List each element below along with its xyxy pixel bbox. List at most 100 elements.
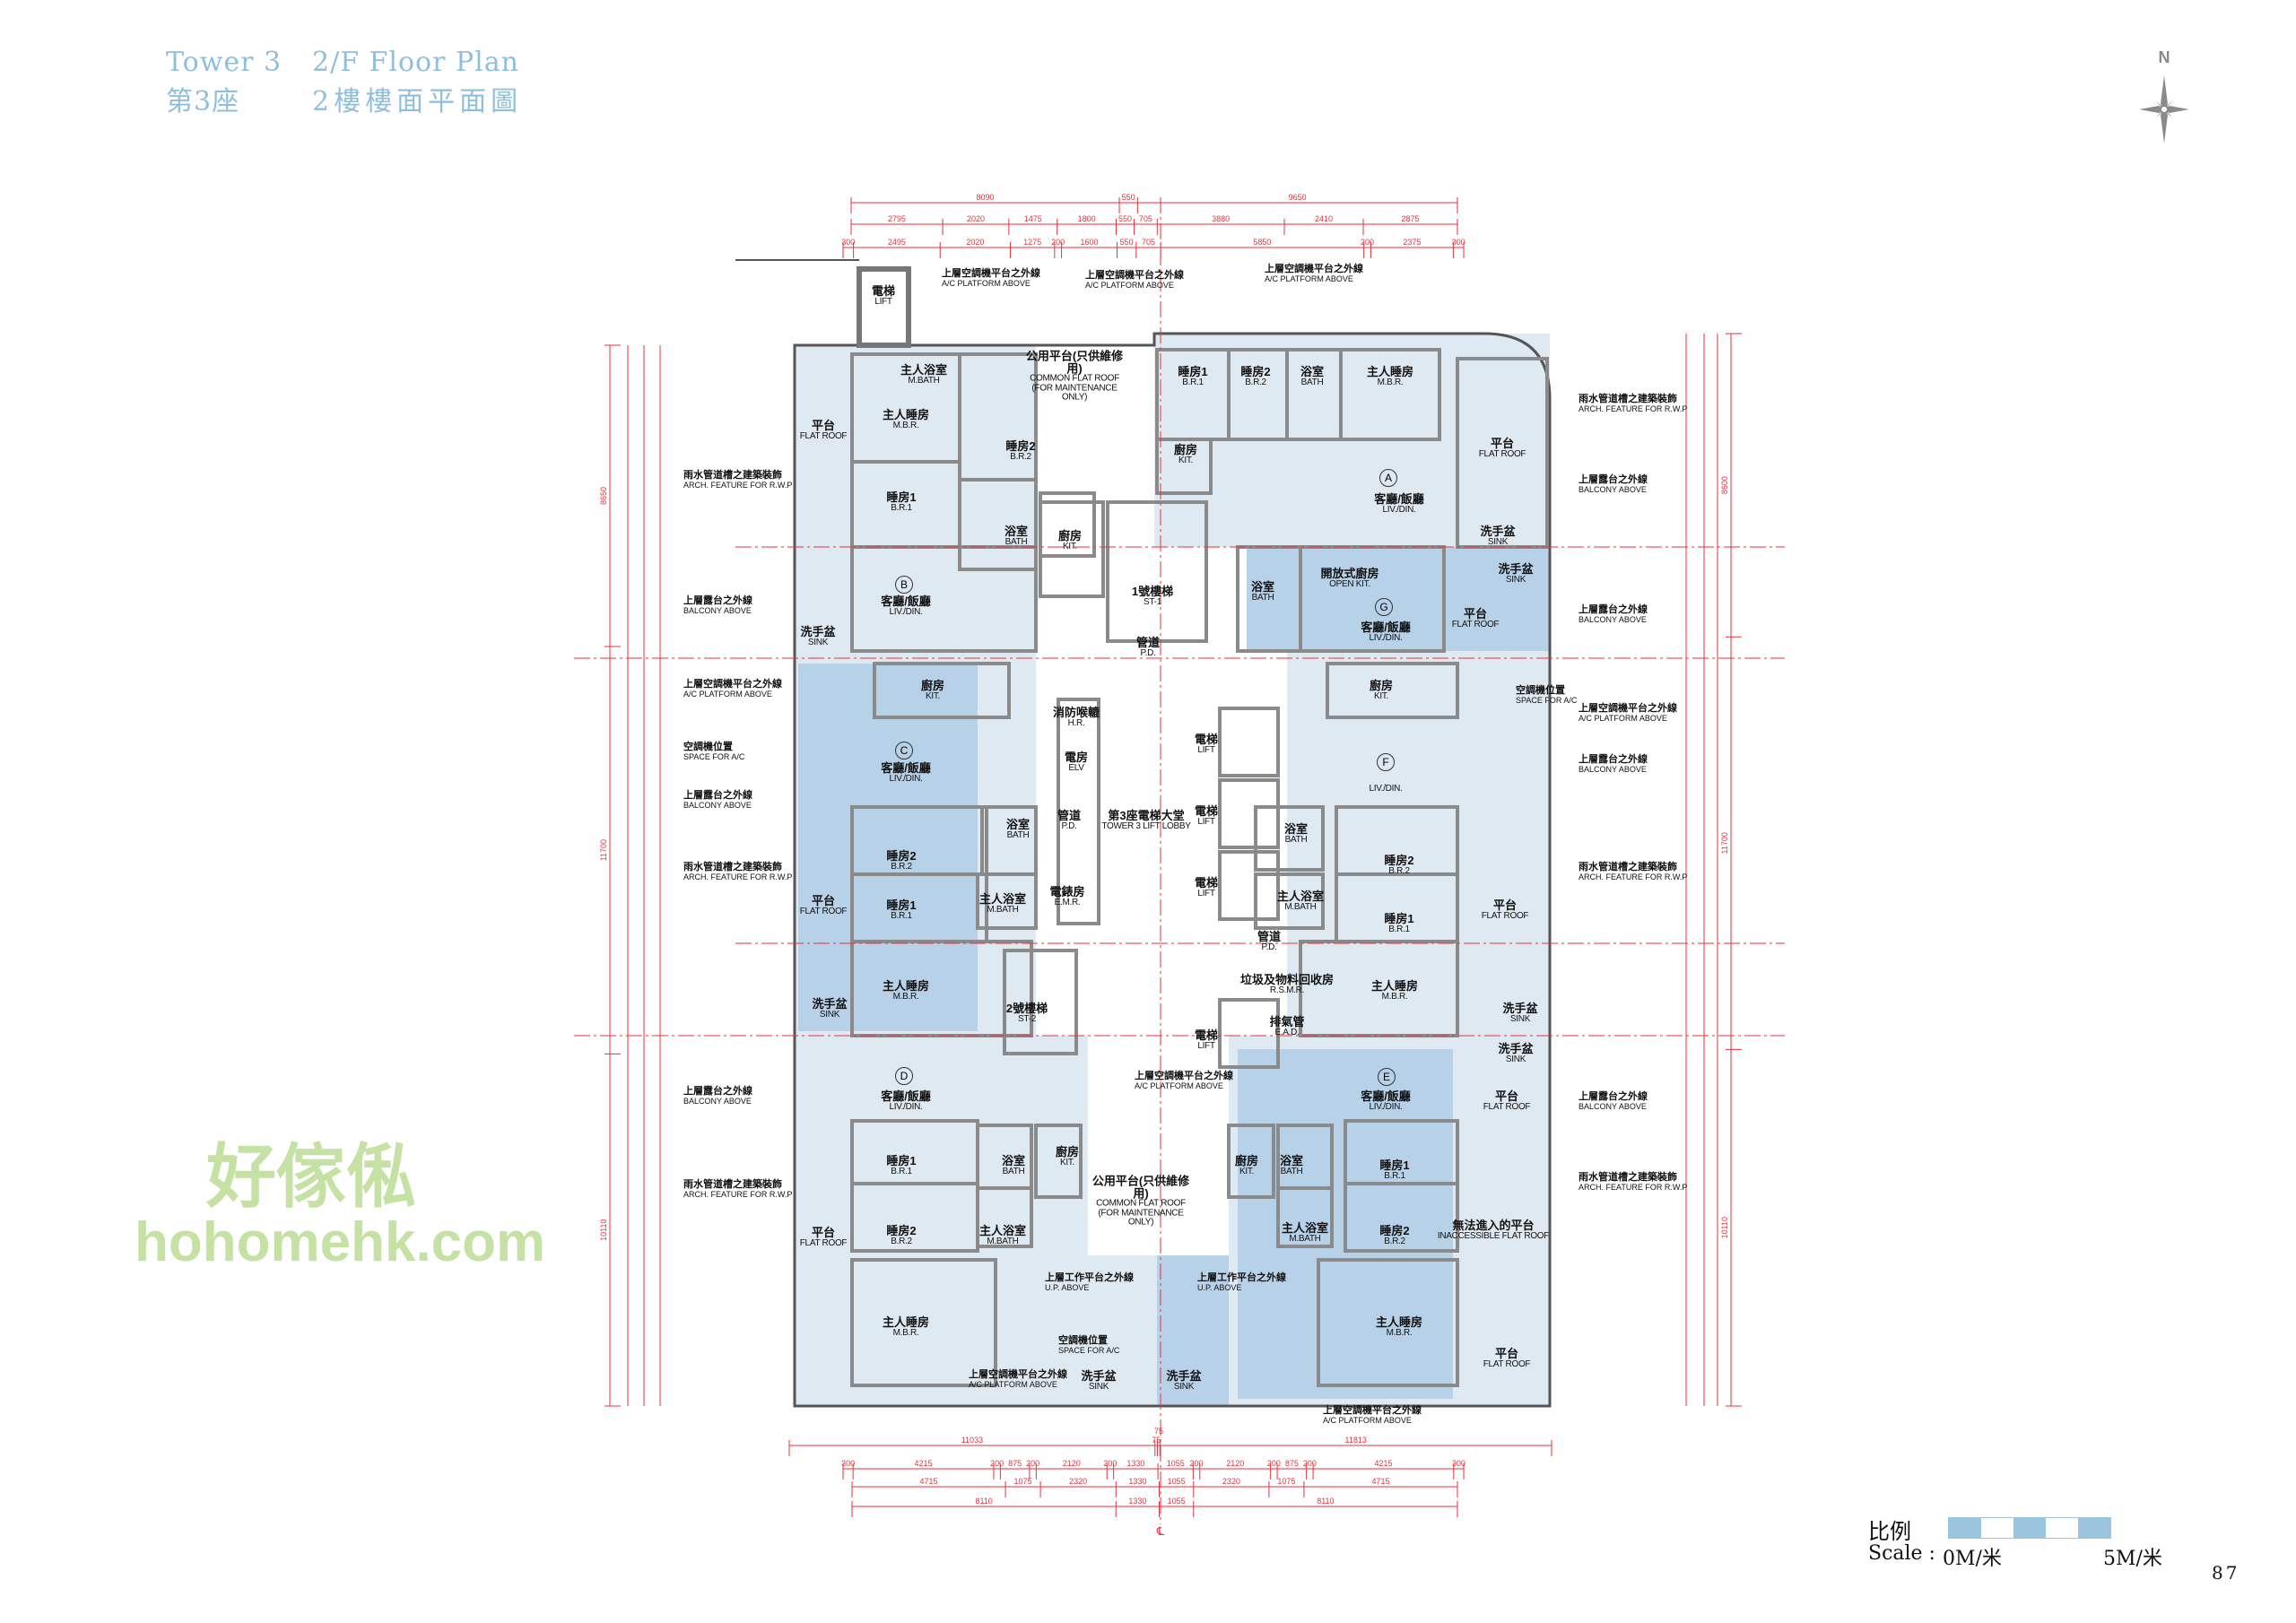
dimension-value: 1075 — [1014, 1477, 1032, 1486]
building-outline — [793, 332, 1552, 1408]
label-en: ARCH. FEATURE FOR R.W.P — [683, 1189, 793, 1199]
label-en: M.B.R. — [892, 420, 919, 430]
label-en: ARCH. FEATURE FOR R.W.P — [683, 480, 793, 490]
label-zh: 空調機位置 — [683, 742, 733, 752]
dimension-value: 75 — [1152, 1436, 1161, 1445]
label-zh: 平台 — [811, 1225, 835, 1239]
label-en: LIV./DIN. — [1369, 783, 1403, 794]
label-zh: 排氣管 — [1269, 1014, 1305, 1028]
dimension-value: 200 — [1051, 238, 1065, 247]
label-zh: 主人睡房 — [1375, 1315, 1423, 1329]
label-zh: 平台 — [1492, 898, 1517, 912]
dimension-value: 550 — [1122, 193, 1135, 202]
label-zh: 上層空調機平台之外線 — [942, 268, 1040, 279]
label-en: ARCH. FEATURE FOR R.W.P — [1578, 404, 1688, 413]
centerline-symbol: ℄ — [1156, 1524, 1165, 1538]
label-zh: 洗手盆 — [1502, 1001, 1538, 1015]
room-wall — [1326, 662, 1459, 719]
label-en: A/C PLATFORM ABOVE — [1578, 713, 1667, 723]
floor-title-en: 2/F Floor Plan — [312, 47, 519, 78]
label-en: B.R.1 — [1384, 1170, 1405, 1181]
label-zh: 電房 — [1064, 750, 1089, 764]
label-zh: 消防喉轆 — [1052, 705, 1100, 719]
unit-a-marker: A — [1379, 469, 1397, 487]
label-zh: 平台 — [811, 893, 835, 907]
label-en: BATH — [1004, 536, 1028, 547]
label-en: BALCONY ABOVE — [1578, 484, 1647, 494]
dimension-value: 11700 — [599, 839, 608, 861]
dimension-value: 1330 — [1128, 1477, 1146, 1486]
room-wall — [873, 662, 1011, 719]
label-zh: 睡房1 — [1384, 911, 1414, 925]
label-zh: 平台 — [1463, 606, 1487, 621]
label-en: E.A.D. — [1274, 1027, 1300, 1037]
label-zh: 浴室 — [1283, 821, 1309, 836]
label-zh: 睡房2 — [1379, 1223, 1410, 1237]
dimension-value: 2020 — [966, 238, 984, 247]
scale-segment — [1981, 1518, 2013, 1538]
label-zh: 上層露台之外線 — [1578, 604, 1648, 615]
dimension-value: 1055 — [1167, 1459, 1185, 1468]
dimension-value: 10110 — [1720, 1217, 1729, 1238]
dimension-value: 2320 — [1222, 1477, 1240, 1486]
label-en: KIT. — [925, 690, 941, 701]
scale-segment — [1949, 1518, 1981, 1538]
label-en: FLAT ROOF — [1483, 1101, 1531, 1112]
label-zh: 上層露台之外線 — [1578, 754, 1648, 765]
label-en: A/C PLATFORM ABOVE — [942, 278, 1031, 288]
dimension-value: 2375 — [1403, 238, 1421, 247]
label-en: B.R.1 — [1182, 377, 1204, 387]
dimension-value: 300 — [1452, 238, 1465, 247]
room-wall — [1039, 500, 1105, 598]
dimension-value: 200 — [1303, 1459, 1317, 1468]
label-en: FLAT ROOF — [799, 906, 848, 916]
scale-start: 0M/米 — [1943, 1548, 2002, 1570]
label-zh: 上層空調機平台之外線 — [1085, 270, 1184, 281]
dimension-value: 550 — [1120, 238, 1134, 247]
dimension-value: 875 — [1285, 1459, 1299, 1468]
label-en: FLAT ROOF — [799, 1237, 848, 1248]
dimension-value: 1475 — [1024, 214, 1042, 223]
room-wall — [1106, 500, 1208, 643]
label-en: H.R. — [1067, 717, 1085, 728]
label-zh: 睡房1 — [886, 1153, 917, 1167]
label-en: A/C PLATFORM ABOVE — [683, 689, 772, 699]
label-zh: 開放式廚房 — [1320, 566, 1379, 580]
label-zh: 上層空調機平台之外線 — [1578, 703, 1677, 714]
label-zh: 浴室 — [1005, 817, 1031, 831]
label-en: ARCH. FEATURE FOR R.W.P — [683, 872, 793, 881]
label-en: ARCH. FEATURE FOR R.W.P — [1578, 872, 1688, 881]
label-en: B.R.1 — [891, 910, 912, 921]
label-zh: 主人浴室 — [900, 362, 948, 377]
label-zh: 平台 — [1490, 436, 1514, 450]
dimension-value: 2320 — [1069, 1477, 1087, 1486]
label-zh: 無法進入的平台 — [1452, 1218, 1535, 1232]
label-en: KIT. — [1062, 541, 1078, 551]
room-wall — [1155, 438, 1213, 495]
label-en: M.B.R. — [1381, 991, 1408, 1002]
label-en: FLAT ROOF — [1451, 619, 1500, 629]
